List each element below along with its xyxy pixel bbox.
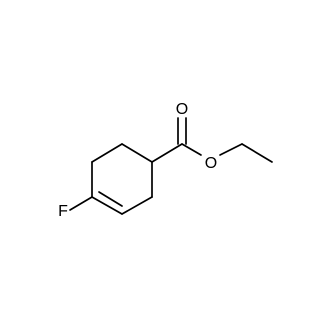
bond-c4-f bbox=[69, 196, 93, 211]
bond-c5-c5-inner-double bbox=[98, 191, 123, 207]
bond-c1-carbonyl bbox=[151, 143, 183, 163]
bond-c5-c6 bbox=[121, 196, 153, 215]
carbonyl-oxygen-label: O bbox=[176, 101, 188, 118]
bond-c1-c2 bbox=[121, 143, 153, 163]
fluorine-atom-label: F bbox=[58, 203, 68, 220]
ester-oxygen-label: O bbox=[205, 155, 217, 172]
bond-c2-c3 bbox=[91, 143, 123, 163]
bond-oxygen-ch2 bbox=[219, 143, 243, 156]
bond-c4-c5 bbox=[91, 196, 123, 215]
bond-ch2-ch3 bbox=[241, 143, 273, 163]
bond-carbonyl-oxygen bbox=[181, 143, 202, 156]
